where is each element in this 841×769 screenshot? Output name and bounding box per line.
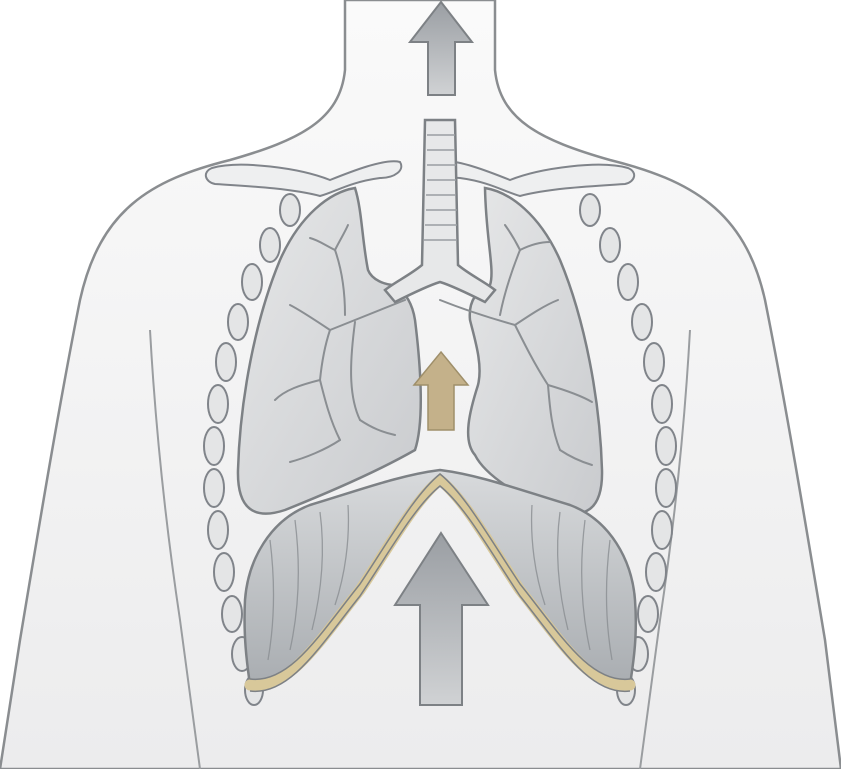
respiration-diagram [0, 0, 841, 769]
torso-illustration [0, 0, 841, 769]
